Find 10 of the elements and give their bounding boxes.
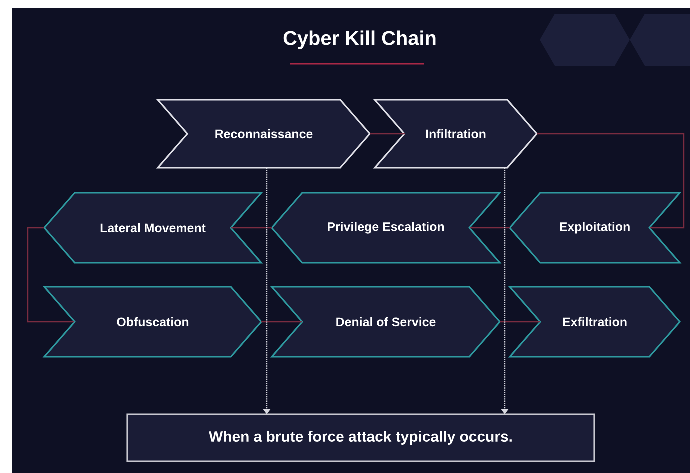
process-step: Reconnaissance (156, 99, 372, 169)
process-step: Exfiltration (508, 286, 682, 358)
process-step: Lateral Movement (43, 192, 264, 264)
process-step: Obfuscation (42, 286, 263, 358)
process-step: Infiltration (373, 99, 538, 169)
note-box: When a brute force attack typically occurs. (126, 414, 596, 462)
title: Cyber Kill Chain (284, 30, 436, 50)
process-step: Denial of Service (270, 286, 502, 358)
process-step: Exploitation (508, 192, 682, 264)
process-step: Privilege Escalation (270, 192, 502, 264)
